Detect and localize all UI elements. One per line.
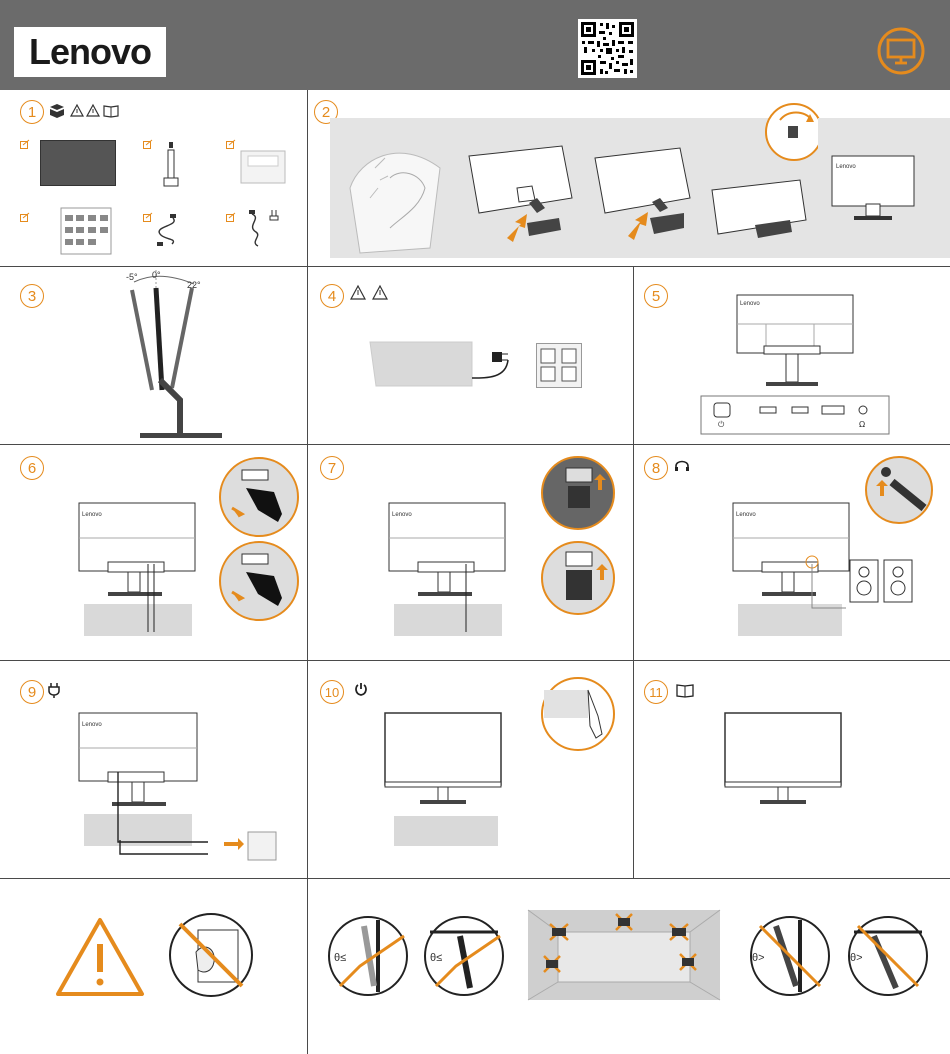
monitor-back-diagram: Lenovo [78, 712, 278, 862]
step-number: 4 [320, 284, 344, 308]
header-bar: Lenovo [0, 0, 950, 90]
warning-triangle-icon [54, 916, 146, 998]
monitor-front-diagram [724, 712, 844, 808]
hdmi-zoom-circle [218, 456, 300, 538]
svg-text:⏻: ⏻ [718, 420, 725, 429]
hdmi-zoom-circle [218, 540, 300, 622]
vga-zoom-circle [540, 540, 616, 616]
divider [0, 444, 950, 445]
checkbox-icon [226, 213, 236, 223]
step-number: 3 [20, 284, 44, 308]
tilt-label: -5° [126, 272, 138, 282]
no-touch-screen-icon [168, 912, 254, 998]
divider [633, 267, 634, 878]
svg-text:Lenovo: Lenovo [82, 512, 102, 518]
checkbox-icon [20, 140, 30, 150]
svg-text:Lenovo: Lenovo [736, 512, 756, 518]
manual-icon [676, 683, 694, 697]
assembled-monitor-panel: Lenovo [818, 118, 950, 258]
power-cable-icon [246, 208, 280, 248]
headphone-icon [674, 458, 690, 472]
step-number: 6 [20, 456, 44, 480]
step-number: 9 [20, 680, 44, 704]
checkbox-icon [226, 140, 236, 150]
power-button-icon [354, 682, 368, 697]
svg-text:Ω: Ω [859, 420, 865, 429]
wall-outlet-icon [536, 343, 582, 388]
manual-booklet-icon [60, 207, 112, 255]
svg-text:Lenovo: Lenovo [740, 301, 760, 307]
vga-zoom-circle [540, 456, 616, 530]
monitor-icon [876, 26, 926, 76]
tilt-diagram [120, 270, 220, 442]
power-button-zoom-circle [540, 676, 616, 752]
checkbox-icon [20, 213, 30, 223]
monitor-front-diagram [384, 712, 504, 848]
qr-code-icon [578, 19, 637, 78]
step-number: 8 [644, 456, 668, 480]
monitor-panel [40, 140, 116, 186]
package-contents-icon [48, 103, 66, 119]
monitor-back-diagram: Lenovo [388, 502, 508, 642]
divider [307, 90, 308, 1054]
monitor-back-diagram: Lenovo [736, 294, 856, 388]
clean-screen-panel [330, 118, 470, 258]
speakers-icon [806, 554, 916, 614]
stand-icon [160, 140, 182, 188]
step-number: 5 [644, 284, 668, 308]
power-adapter-diagram [368, 338, 528, 390]
warning-icon [70, 104, 84, 117]
svg-text:Lenovo: Lenovo [836, 164, 856, 170]
step-number: 1 [20, 100, 44, 124]
tilt-angle-label: θ≤ [334, 952, 346, 964]
warning-icon [372, 285, 388, 300]
step-number: 7 [320, 456, 344, 480]
monitor-back-diagram: Lenovo [78, 502, 198, 642]
divider [0, 266, 950, 267]
power-plug-icon [48, 682, 60, 698]
tilt-angle-label: θ≤ [430, 952, 442, 964]
svg-text:Lenovo: Lenovo [82, 722, 102, 728]
warning-icon [350, 285, 366, 300]
hdmi-cable-icon [152, 212, 182, 248]
step-number: 11 [644, 680, 668, 704]
warning-icon [86, 104, 100, 117]
tilt-label: 0° [152, 270, 161, 280]
attach-stand-panel [457, 118, 587, 258]
base-icon [240, 150, 286, 186]
divider [0, 660, 950, 661]
lenovo-logo: Lenovo [14, 27, 166, 77]
room-mounting-diagram [528, 910, 720, 1000]
svg-text:Lenovo: Lenovo [392, 512, 412, 518]
step-number: 10 [320, 680, 344, 704]
tighten-screw-panel [700, 100, 825, 258]
manual-icon [103, 104, 119, 117]
audio-zoom-circle [858, 456, 940, 524]
checkbox-icon [143, 140, 153, 150]
tilt-label: 22° [187, 280, 201, 290]
tilt-angle-label: θ> [850, 952, 863, 964]
ports-diagram: ⏻ Ω [700, 395, 890, 435]
attach-base-panel [580, 118, 705, 258]
divider [0, 878, 950, 879]
tilt-angle-label: θ> [752, 952, 765, 964]
